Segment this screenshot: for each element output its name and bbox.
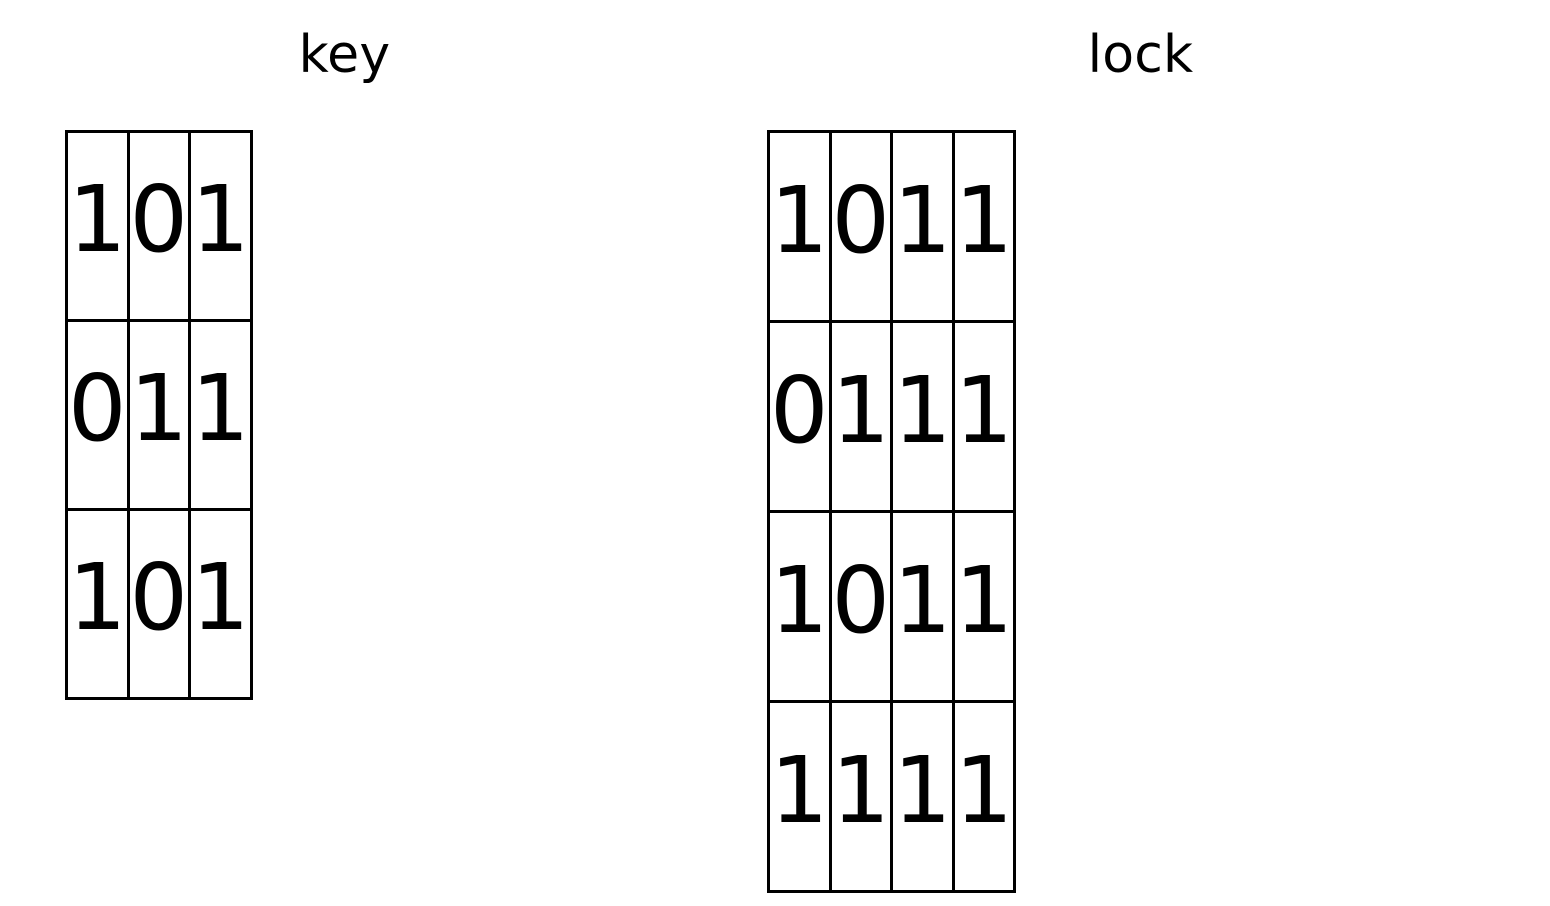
- lock-cell-r2c1: 0: [828, 510, 894, 703]
- cell-value: 1: [831, 356, 891, 464]
- lock-grid: 1 0 1 1 0 1 1 1 1 0 1 1 1: [767, 130, 1017, 893]
- lock-cell-r1c0: 0: [767, 320, 832, 513]
- key-grid-row: 1 0 1: [65, 508, 253, 700]
- lock-cell-r3c2: 1: [890, 700, 955, 893]
- cell-value: 1: [831, 736, 891, 844]
- lock-cell-r1c3: 1: [951, 320, 1017, 513]
- lock-cell-r0c3: 1: [951, 130, 1017, 323]
- key-cell-r2c2: 1: [188, 508, 253, 700]
- lock-cell-r3c1: 1: [828, 700, 894, 893]
- lock-cell-r0c1: 0: [828, 130, 894, 323]
- cell-value: 1: [954, 546, 1014, 654]
- key-cell-r0c2: 1: [188, 130, 253, 322]
- cell-value: 0: [831, 546, 891, 654]
- key-grid: 1 0 1 0 1 1 1 0 1: [65, 130, 253, 700]
- lock-grid-row: 1 0 1 1: [767, 510, 1017, 703]
- lock-cell-r1c2: 1: [890, 320, 955, 513]
- cell-value: 0: [129, 166, 189, 273]
- cell-value: 1: [954, 736, 1014, 844]
- cell-value: 0: [831, 166, 891, 274]
- cell-value: 1: [770, 166, 829, 274]
- cell-value: 1: [129, 355, 189, 462]
- lock-cell-r2c2: 1: [890, 510, 955, 703]
- lock-cell-r0c2: 1: [890, 130, 955, 323]
- cell-value: 1: [954, 356, 1014, 464]
- cell-value: 1: [191, 355, 250, 462]
- key-cell-r0c0: 1: [65, 130, 130, 322]
- cell-value: 1: [893, 736, 952, 844]
- key-cell-r2c0: 1: [65, 508, 130, 700]
- cell-value: 1: [954, 166, 1014, 274]
- lock-grid-row: 0 1 1 1: [767, 320, 1017, 513]
- cell-value: 1: [770, 546, 829, 654]
- cell-value: 1: [191, 544, 250, 651]
- key-cell-r0c1: 0: [126, 130, 192, 322]
- lock-cell-r0c0: 1: [767, 130, 832, 323]
- lock-cell-r1c1: 1: [828, 320, 894, 513]
- key-cell-r1c2: 1: [188, 319, 253, 511]
- cell-value: 1: [68, 544, 127, 651]
- key-cell-r1c1: 1: [126, 319, 192, 511]
- key-cell-r1c0: 0: [65, 319, 130, 511]
- cell-value: 1: [191, 166, 250, 273]
- lock-cell-r2c0: 1: [767, 510, 832, 703]
- lock-cell-r3c3: 1: [951, 700, 1017, 893]
- cell-value: 0: [68, 355, 127, 462]
- cell-value: 1: [770, 736, 829, 844]
- key-cell-r2c1: 0: [126, 508, 192, 700]
- cell-value: 1: [893, 356, 952, 464]
- lock-cell-r2c3: 1: [951, 510, 1017, 703]
- lock-panel-title: lock: [1087, 25, 1194, 85]
- cell-value: 0: [129, 544, 189, 651]
- key-grid-row: 1 0 1: [65, 130, 253, 322]
- key-panel-title: key: [298, 25, 391, 85]
- key-grid-row: 0 1 1: [65, 319, 253, 511]
- cell-value: 1: [893, 166, 952, 274]
- lock-grid-row: 1 1 1 1: [767, 700, 1017, 893]
- cell-value: 1: [893, 546, 952, 654]
- cell-value: 0: [770, 356, 829, 464]
- lock-grid-row: 1 0 1 1: [767, 130, 1017, 323]
- cell-value: 1: [68, 166, 127, 273]
- lock-cell-r3c0: 1: [767, 700, 832, 893]
